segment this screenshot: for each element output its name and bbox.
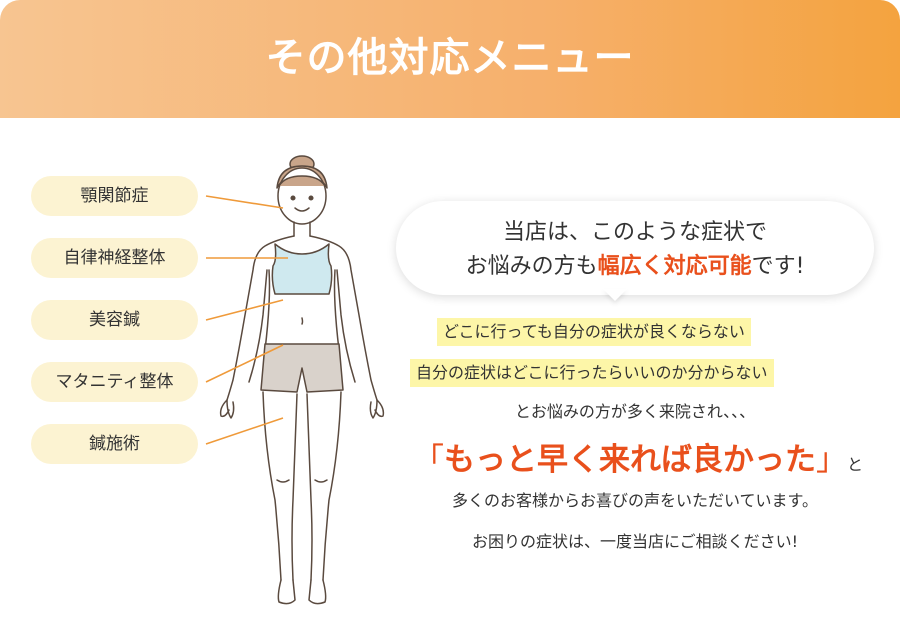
connector-beauty — [205, 299, 284, 321]
bubble-line-2-post: です! — [751, 254, 805, 279]
concern-text: 自分の症状はどこに行ったらいいのか分からない — [410, 359, 774, 387]
page-title: その他対応メニュー — [265, 35, 635, 81]
body-illustration — [219, 155, 385, 605]
menu-item-acupuncture[interactable]: 鍼施術 — [31, 424, 198, 464]
closing-line-2: お困りの症状は、一度当店にご相談ください! — [471, 532, 799, 551]
header-banner: その他対応メニュー — [0, 0, 900, 118]
bubble-highlight: 幅広く対応可能 — [597, 254, 752, 279]
bubble-line-2: お悩みの方も幅広く対応可能です! — [396, 252, 874, 282]
bubble-line-2-pre: お悩みの方も — [465, 254, 598, 279]
quote-close-bracket: 」 — [815, 442, 847, 478]
concern-line-2: 自分の症状はどこに行ったらいいのか分からない — [0, 359, 900, 387]
quote-suffix: と — [846, 455, 863, 474]
menu-item-label: 鍼施術 — [89, 434, 140, 454]
concern-text: どこに行っても自分の症状が良くならない — [437, 318, 751, 346]
menu-item-label: 自律神経整体 — [63, 248, 166, 268]
menu-item-beauty-acupuncture[interactable]: 美容鍼 — [31, 300, 198, 340]
bubble-line-1: 当店は、このような症状で — [502, 220, 767, 245]
menu-item-label: 美容鍼 — [89, 310, 140, 330]
speech-bubble — [396, 201, 874, 295]
connector-maternity — [205, 344, 284, 383]
closing-line-1: 多くのお客様からお喜びの声をいただいています。 — [452, 491, 818, 510]
connector-acupuncture — [205, 417, 284, 445]
menu-item-label: 顎関節症 — [80, 186, 149, 206]
quote-open-bracket: 「 — [412, 442, 444, 478]
menu-item-label: マタニティ整体 — [55, 372, 174, 392]
menu-item-maternity[interactable]: マタニティ整体 — [31, 362, 198, 402]
connector-tmj — [205, 195, 284, 209]
intro-text: とお悩みの方が多く来院され、、、 — [514, 402, 756, 421]
testimonial-quote: 「もっと早く来れば良かった」と — [388, 438, 888, 487]
menu-item-autonomic[interactable]: 自律神経整体 — [31, 238, 198, 278]
speech-bubble-tail — [603, 289, 627, 301]
menu-item-tmj[interactable]: 顎関節症 — [31, 176, 198, 216]
quote-text: もっと早く来れば良かった — [443, 442, 816, 478]
concern-line-1: どこに行っても自分の症状が良くならない — [0, 318, 900, 346]
